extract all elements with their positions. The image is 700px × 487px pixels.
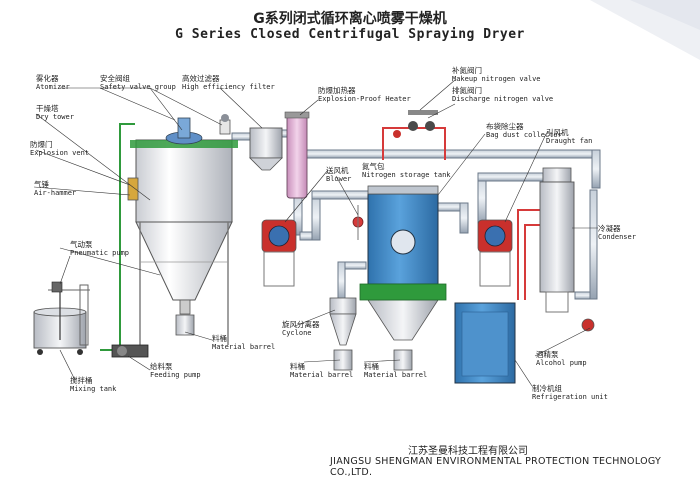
feed-line	[100, 123, 135, 351]
refrigeration-unit	[454, 302, 516, 384]
company-name-english: JIANGSU SHENGMAN ENVIRONMENTAL PROTECTIO…	[330, 456, 662, 478]
cyclone	[329, 297, 357, 346]
feeding-pump	[111, 344, 149, 358]
title-english: G Series Closed Centrifugal Spraying Dry…	[175, 27, 525, 42]
material-barrel-1	[175, 314, 195, 336]
alcohol-pump	[581, 318, 595, 332]
nitrogen-valves	[393, 110, 438, 138]
draught-fan	[477, 219, 513, 287]
nitrogen-storage-tank	[352, 205, 364, 240]
material-barrel-2	[333, 349, 353, 371]
bag-dust-collector	[359, 185, 447, 341]
safety-valve	[219, 114, 231, 135]
condenser	[539, 167, 575, 313]
pneumatic-pump	[51, 281, 63, 293]
high-efficiency-filter	[249, 127, 283, 171]
title-chinese: G系列闭式循环离心喷雾干燥机	[253, 11, 447, 27]
blower	[261, 219, 297, 287]
explosion-proof-heater	[284, 111, 310, 199]
leader-lines	[33, 79, 598, 387]
corner-decoration	[590, 0, 700, 60]
material-barrel-3	[393, 349, 413, 371]
dry-tower	[127, 117, 238, 345]
mixing-tank	[33, 284, 90, 355]
company-name-chinese: 江苏圣曼科技工程有限公司	[408, 446, 528, 457]
